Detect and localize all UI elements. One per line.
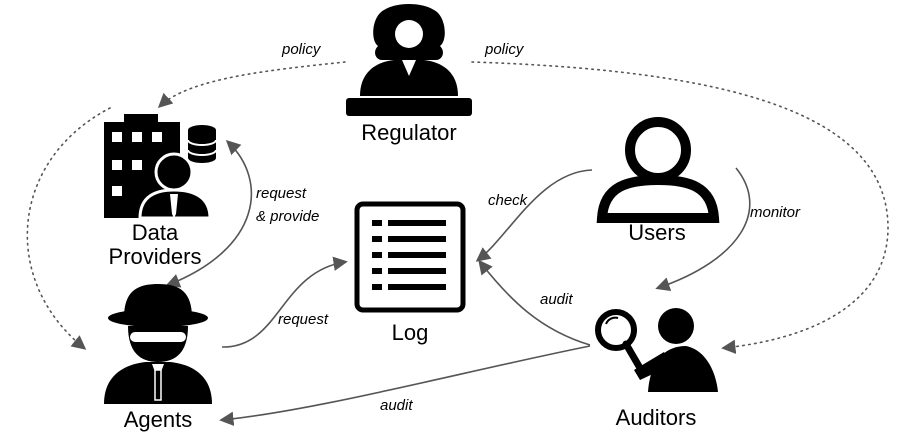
- regulator-label: Regulator: [361, 120, 456, 145]
- monitor-label: monitor: [750, 204, 801, 221]
- monitor-arrow: [655, 167, 751, 292]
- request-arrow: [221, 256, 348, 348]
- audit-log-arrow: [478, 259, 591, 346]
- policy-arrow-to-auditors: [471, 61, 889, 354]
- check-arrow: [475, 169, 593, 262]
- audit-agents-arrow: [219, 345, 591, 426]
- request-provide-arrow: [165, 140, 253, 288]
- policy-right-label: policy: [484, 41, 525, 58]
- request-label: request: [278, 311, 329, 328]
- auditors-label: Auditors: [616, 405, 697, 430]
- data-providers-icon: [104, 114, 217, 220]
- audit-agents-label: audit: [380, 397, 413, 414]
- log-icon: [354, 201, 466, 313]
- policy-arrow-to-agents: [26, 107, 111, 350]
- agents-label: Agents: [124, 407, 193, 432]
- audit-log-label: audit: [540, 291, 573, 308]
- regulator-icon: [346, 4, 472, 116]
- policy-left-label: policy: [281, 41, 322, 58]
- auditors-icon: [595, 308, 718, 392]
- log-label: Log: [392, 320, 429, 345]
- data-providers-label-line1: Data: [132, 220, 179, 245]
- agents-icon: [104, 284, 212, 404]
- users-label: Users: [628, 220, 685, 245]
- data-providers-label-line2: Providers: [109, 244, 202, 269]
- request-provide-label-line1: request: [256, 185, 307, 202]
- policy-arrow-to-data-providers: [157, 61, 346, 108]
- users-icon: [596, 117, 720, 223]
- request-provide-label-line2: & provide: [256, 208, 319, 225]
- check-label: check: [488, 192, 529, 209]
